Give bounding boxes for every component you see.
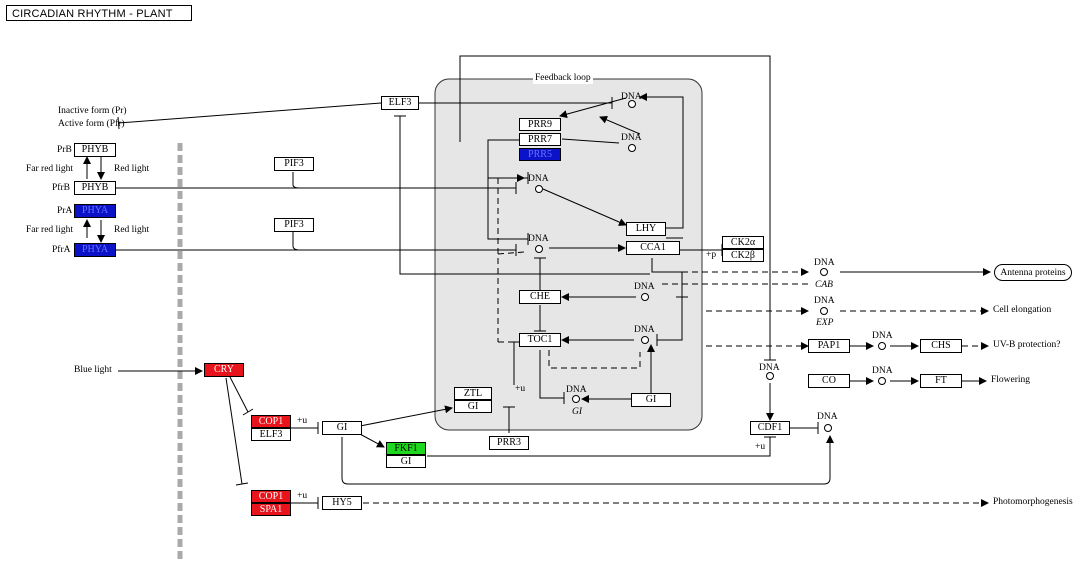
gene-box-prr3[interactable]: PRR3	[489, 436, 529, 450]
dna-circle	[572, 395, 580, 403]
gene-box-pif3[interactable]: PIF3	[274, 157, 314, 171]
dna-label: DNA	[528, 234, 549, 244]
gene-box-gi-right[interactable]: GI	[631, 393, 671, 407]
far-red-light-label-2: Far red light	[26, 225, 73, 235]
dna-label: DNA	[872, 331, 893, 341]
feedback-loop-label: Feedback loop	[533, 73, 593, 84]
gene-box-gi-fkf1[interactable]: GI	[386, 455, 426, 468]
red-light-label-2: Red light	[114, 225, 150, 235]
gene-box-lhy[interactable]: LHY	[626, 222, 666, 236]
dna-label: DNA	[621, 92, 642, 102]
gene-box-prr5[interactable]: PRR5	[519, 148, 561, 161]
pathway-title: CIRCADIAN RHYTHM - PLANT	[6, 5, 192, 21]
prb-label: PrB	[57, 145, 72, 155]
dna-label: DNA	[814, 296, 835, 306]
uvb-protection-output: UV-B protection?	[993, 340, 1061, 350]
far-red-light-label: Far red light	[26, 164, 73, 174]
gene-box-ck2a[interactable]: CK2α	[722, 236, 764, 249]
blue-light-label: Blue light	[74, 365, 112, 375]
gene-box-elf3[interactable]: ELF3	[381, 96, 419, 110]
dna-label: DNA	[817, 412, 838, 422]
dna-circle	[766, 372, 774, 380]
ubiquitin-label: +u	[297, 416, 308, 426]
gene-box-ck2b[interactable]: CK2β	[722, 249, 764, 262]
dna-circle	[628, 100, 636, 108]
gene-box-pap1[interactable]: PAP1	[808, 339, 850, 353]
pfra-label: PfrA	[52, 245, 71, 255]
dna-circle	[641, 336, 649, 344]
pra-label: PrA	[57, 206, 73, 216]
gene-box-co[interactable]: CO	[808, 374, 850, 388]
gene-box-phya-pfr[interactable]: PHYA	[74, 243, 116, 257]
dna-label: DNA	[814, 258, 835, 268]
gene-box-cop1[interactable]: COP1	[251, 415, 291, 428]
gene-box-gi-mid[interactable]: GI	[322, 421, 362, 435]
ubiquitin-label-3: +u	[515, 384, 526, 394]
gene-box-prr9[interactable]: PRR9	[519, 118, 561, 131]
phosphorylation-label: +p	[706, 250, 717, 260]
dna-circle	[820, 268, 828, 276]
cell-elongation-output: Cell elongation	[993, 305, 1052, 315]
gene-box-pif3-2[interactable]: PIF3	[274, 218, 314, 232]
dna-label: DNA	[634, 325, 655, 335]
antenna-proteins-output[interactable]: Antenna proteins	[994, 264, 1072, 281]
dna-circle	[824, 424, 832, 432]
ubiquitin-label-2: +u	[297, 491, 308, 501]
dna-label: DNA	[621, 133, 642, 143]
ubiquitin-label-4: +u	[755, 442, 766, 452]
dna-label: DNA	[872, 366, 893, 376]
flowering-output: Flowering	[991, 375, 1031, 385]
red-light-label: Red light	[114, 164, 150, 174]
gene-box-prr7[interactable]: PRR7	[519, 133, 561, 146]
dna-circle	[878, 342, 886, 350]
dna-label: DNA	[528, 174, 549, 184]
gene-box-cdf1[interactable]: CDF1	[750, 421, 790, 435]
gene-box-toc1[interactable]: TOC1	[519, 333, 561, 347]
dna-circle	[535, 185, 543, 193]
pfrb-label: PfrB	[52, 183, 70, 193]
gene-box-cry[interactable]: CRY	[204, 363, 244, 377]
gene-gi-italic: GI	[572, 407, 583, 417]
dna-label: DNA	[566, 385, 587, 395]
dna-label: DNA	[759, 363, 780, 373]
gene-box-ft[interactable]: FT	[920, 374, 962, 388]
dna-circle	[628, 144, 636, 152]
gene-exp-italic: EXP	[816, 318, 834, 328]
dna-circle	[535, 245, 543, 253]
inactive-form-label: Inactive form (Pr)	[58, 106, 127, 116]
gene-box-cop1-b[interactable]: COP1	[251, 490, 291, 503]
gene-box-elf3-complex[interactable]: ELF3	[251, 428, 291, 441]
gene-box-cca1[interactable]: CCA1	[626, 241, 680, 255]
gene-box-spa1[interactable]: SPA1	[251, 503, 291, 516]
dna-circle	[820, 307, 828, 315]
gene-box-che[interactable]: CHE	[519, 290, 561, 304]
gene-box-fkf1[interactable]: FKF1	[386, 442, 426, 455]
gene-box-phyb[interactable]: PHYB	[74, 143, 116, 157]
gene-box-ztl[interactable]: ZTL	[454, 387, 492, 400]
gene-box-hy5[interactable]: HY5	[322, 496, 362, 510]
gene-box-phyb-pfr[interactable]: PHYB	[74, 181, 116, 195]
active-form-label: Active form (Pfr)	[58, 119, 125, 129]
gene-cab-italic: CAB	[815, 280, 833, 290]
dna-circle	[641, 293, 649, 301]
gene-box-gi-ztl[interactable]: GI	[454, 400, 492, 413]
gene-box-phya[interactable]: PHYA	[74, 204, 116, 218]
photomorphogenesis-output: Photomorphogenesis	[993, 497, 1073, 507]
dna-label: DNA	[634, 282, 655, 292]
dna-circle	[878, 377, 886, 385]
gene-box-chs[interactable]: CHS	[920, 339, 962, 353]
